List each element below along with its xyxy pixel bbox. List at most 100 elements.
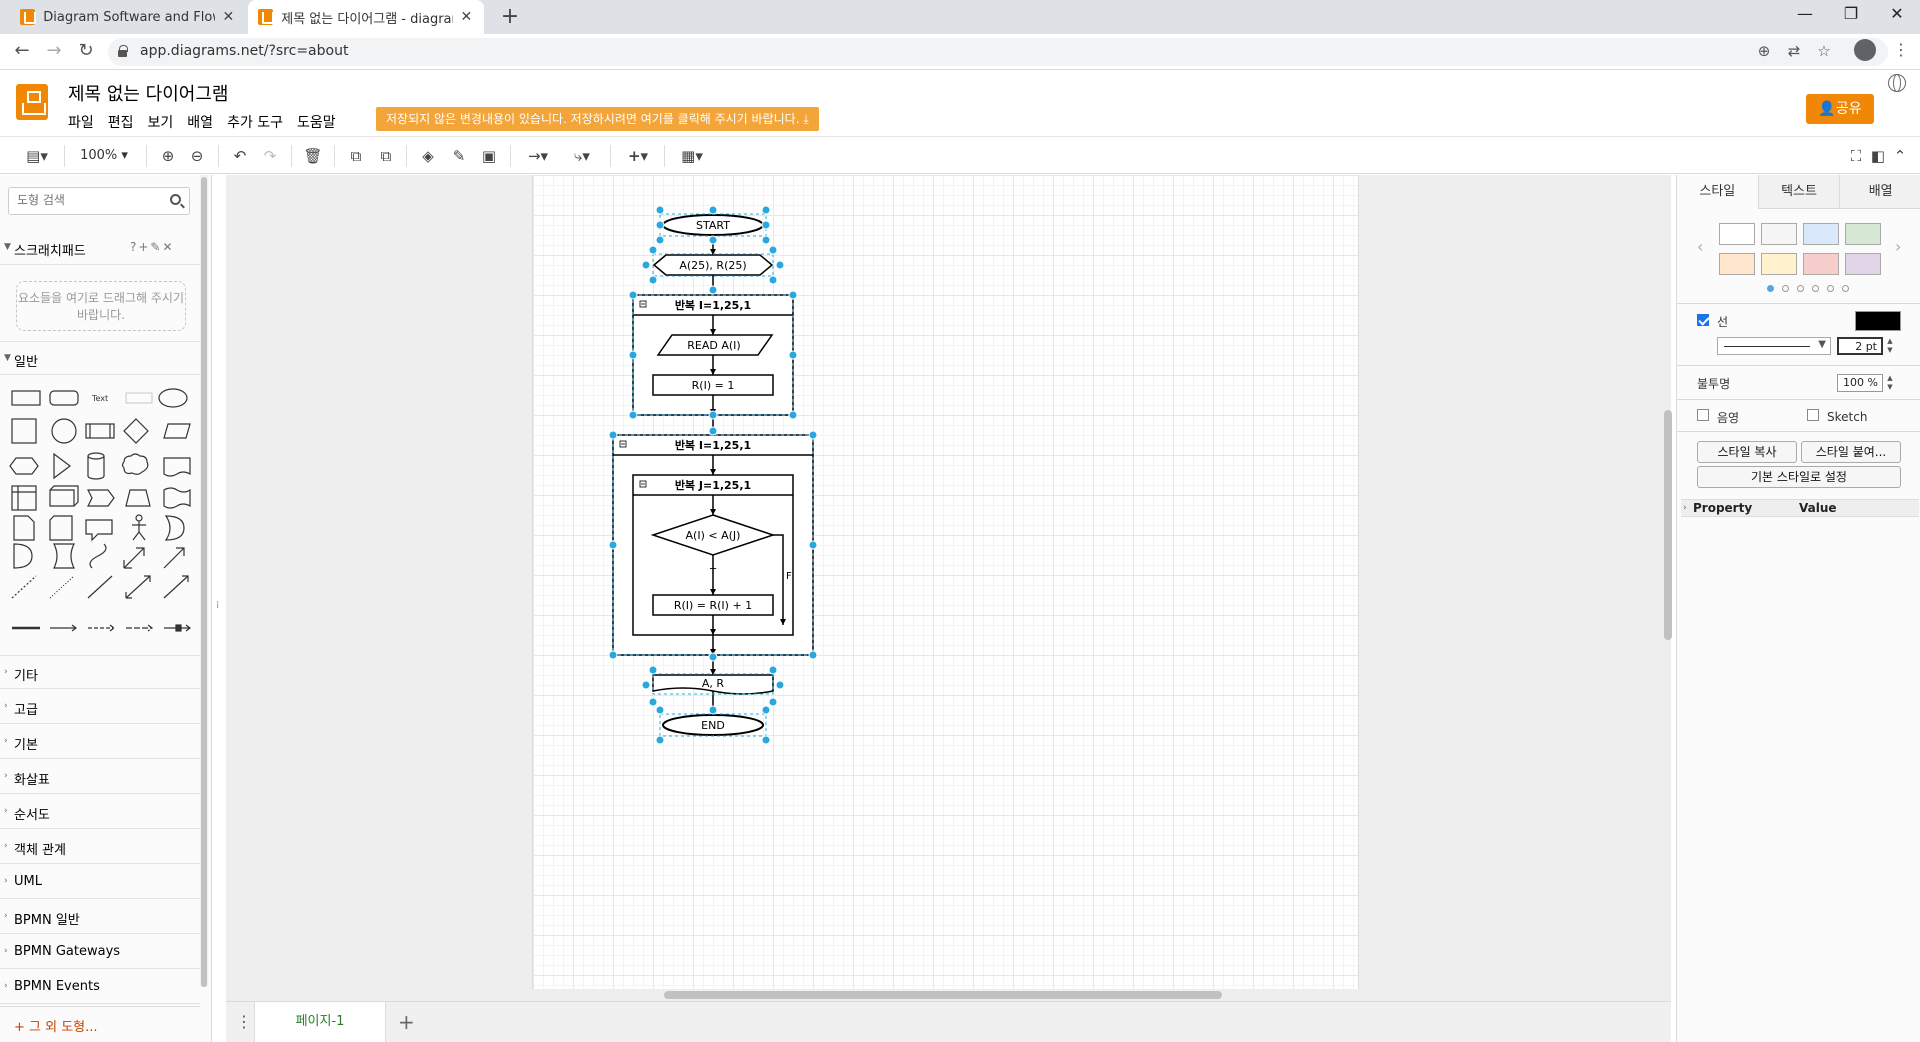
menu-view[interactable]: 보기 [147,115,174,131]
sketch-checkbox[interactable] [1807,409,1819,421]
ellipse-shape[interactable] [158,388,188,408]
diamond-shape[interactable] [123,418,149,444]
style-swatch[interactable] [1845,223,1881,245]
to-back-icon[interactable]: ⧉ [380,147,392,165]
document-title[interactable]: 제목 없는 다이어그램 [68,84,229,105]
pages-menu-icon[interactable]: ⋮ [236,1012,252,1031]
view-panels-icon[interactable]: ▤▾ [26,147,48,165]
document-shape[interactable] [163,457,191,477]
copy-style-button[interactable]: 스타일 복사 [1697,441,1797,463]
canvas-horizontal-scrollbar[interactable] [664,991,1222,999]
forward-icon[interactable]: → [46,40,62,61]
menu-extras[interactable]: 추가 도구 [227,115,284,131]
hexagon-shape[interactable] [9,457,39,475]
swatch-prev-icon[interactable]: ‹ [1697,237,1704,256]
textbox-shape[interactable] [125,392,153,404]
menu-edit[interactable]: 편집 [107,115,134,131]
format-panel-toggle-icon[interactable]: ◧ [1870,147,1886,165]
internal-storage-shape[interactable] [11,485,37,511]
table-icon[interactable]: ▦▾ [681,147,703,165]
swatch-page-dot[interactable] [1812,285,1819,292]
diagram-canvas[interactable]: START A(25), R(25) 반복 I=1,25,1 READ A(I)… [226,175,1671,1001]
style-swatch[interactable] [1845,253,1881,275]
install-app-icon[interactable]: ⊕ [1757,42,1771,60]
page-tab[interactable]: 페이지-1 [254,1002,386,1042]
section-entity-relation[interactable]: ›객체 관계 [0,830,200,864]
unsaved-changes-banner[interactable]: 저장되지 않은 변경내용이 있습니다. 저장하시려면 여기를 클릭해 주시기 바… [376,107,819,131]
opacity-field[interactable]: 100 % [1837,374,1883,392]
style-swatch[interactable] [1803,253,1839,275]
window-close-icon[interactable]: ✕ [1890,4,1904,23]
card-shape[interactable] [49,515,73,541]
cube-shape[interactable] [49,485,79,507]
text-shape[interactable]: Text [91,394,108,403]
scratchpad-drop-area[interactable]: 요소들을 여기로 드래그해 주시기 바랍니다. [16,281,186,331]
triangle-shape[interactable] [53,452,71,480]
section-etc[interactable]: ›기타 [0,655,200,689]
section-flowchart[interactable]: ›순서도 [0,795,200,829]
menu-help[interactable]: 도움말 [297,115,336,131]
section-uml[interactable]: ›UML [0,865,200,899]
more-shapes-button[interactable]: + 그 외 도형... [0,1006,200,1042]
style-swatch[interactable] [1719,253,1755,275]
scratchpad-tools-icon[interactable]: ?+✎✕ [130,240,175,254]
end-terminator[interactable] [662,714,764,736]
dashed-arrow-link-shape[interactable] [88,624,115,632]
reload-icon[interactable]: ↻ [78,40,94,61]
swatch-page-dot[interactable] [1767,285,1774,292]
arrow-link-shape[interactable] [50,624,77,632]
rounded-rectangle-shape[interactable] [49,390,79,406]
read-input[interactable] [656,334,774,356]
flowchart-diagram[interactable]: START A(25), R(25) 반복 I=1,25,1 READ A(I)… [226,175,1671,1001]
rectangle-shape[interactable] [11,390,41,406]
to-front-icon[interactable]: ⧉ [350,147,362,165]
fill-color-icon[interactable]: ◈ [422,147,434,165]
circle-shape[interactable] [51,418,77,444]
data-storage-shape[interactable] [53,543,75,569]
tape-shape[interactable] [163,487,191,509]
zoom-in-icon[interactable]: ⊕ [161,147,175,165]
section-bpmn-general[interactable]: ›BPMN 일반 [0,900,200,934]
swatch-next-icon[interactable]: › [1895,237,1902,256]
canvas-vertical-scrollbar[interactable] [1664,410,1672,640]
zoom-dropdown[interactable]: 100% ▾ [80,148,128,163]
insert-icon[interactable]: +▾ [627,147,649,165]
cylinder-shape[interactable] [87,452,105,480]
set-default-style-button[interactable]: 기본 스타일로 설정 [1697,466,1901,488]
tab-style[interactable]: 스타일 [1677,175,1758,209]
sidebar-scrollbar[interactable] [200,175,208,987]
profile-avatar[interactable] [1854,39,1876,61]
style-swatch[interactable] [1761,223,1797,245]
style-swatch[interactable] [1719,223,1755,245]
general-shapes-palette[interactable]: Text [8,382,198,644]
long-dash-link-shape[interactable] [126,624,153,632]
delay-shape[interactable] [13,543,33,569]
url-text[interactable]: app.diagrams.net/?src=about [140,43,349,59]
step-shape[interactable] [87,489,115,507]
swatch-page-dot[interactable] [1827,285,1834,292]
browser-menu-icon[interactable]: ⋮ [1893,40,1909,59]
browser-tab-active[interactable]: 제목 없는 다이어그램 - diagram ✕ [248,0,484,34]
sidebar-scroll-thumb[interactable] [201,177,207,987]
fullscreen-icon[interactable]: ⛶ [1850,147,1862,165]
bidirectional-connector-shape[interactable] [125,575,151,599]
add-page-icon[interactable]: + [398,1010,415,1034]
section-arrows[interactable]: ›화살표 [0,760,200,794]
square-shape[interactable] [11,418,37,444]
shape-search-input[interactable] [17,193,167,207]
line-width-field[interactable]: 2 pt [1837,337,1883,355]
or-shape[interactable] [164,515,185,541]
sidebar-resize-handle[interactable]: ⁞ [216,600,220,611]
declare-preparation[interactable] [652,254,774,276]
selection-handles[interactable] [608,205,818,745]
delete-icon[interactable]: 🗑 [303,147,323,165]
menu-file[interactable]: 파일 [68,115,94,131]
cloud-shape[interactable] [121,453,149,475]
browser-tab[interactable]: Diagram Software and Flowchar ✕ [10,0,246,34]
omnibox[interactable]: app.diagrams.net/?src=about ⊕ ⇄ ☆ [108,38,1888,66]
bidirectional-arrow-shape[interactable] [123,547,145,569]
callout-shape[interactable] [85,519,113,542]
share-button[interactable]: 👤공유 [1806,94,1874,124]
scratchpad-header[interactable]: ▼ 스크래치패드 ?+✎✕ [0,231,200,265]
shadow-icon[interactable]: ▣ [481,147,497,165]
